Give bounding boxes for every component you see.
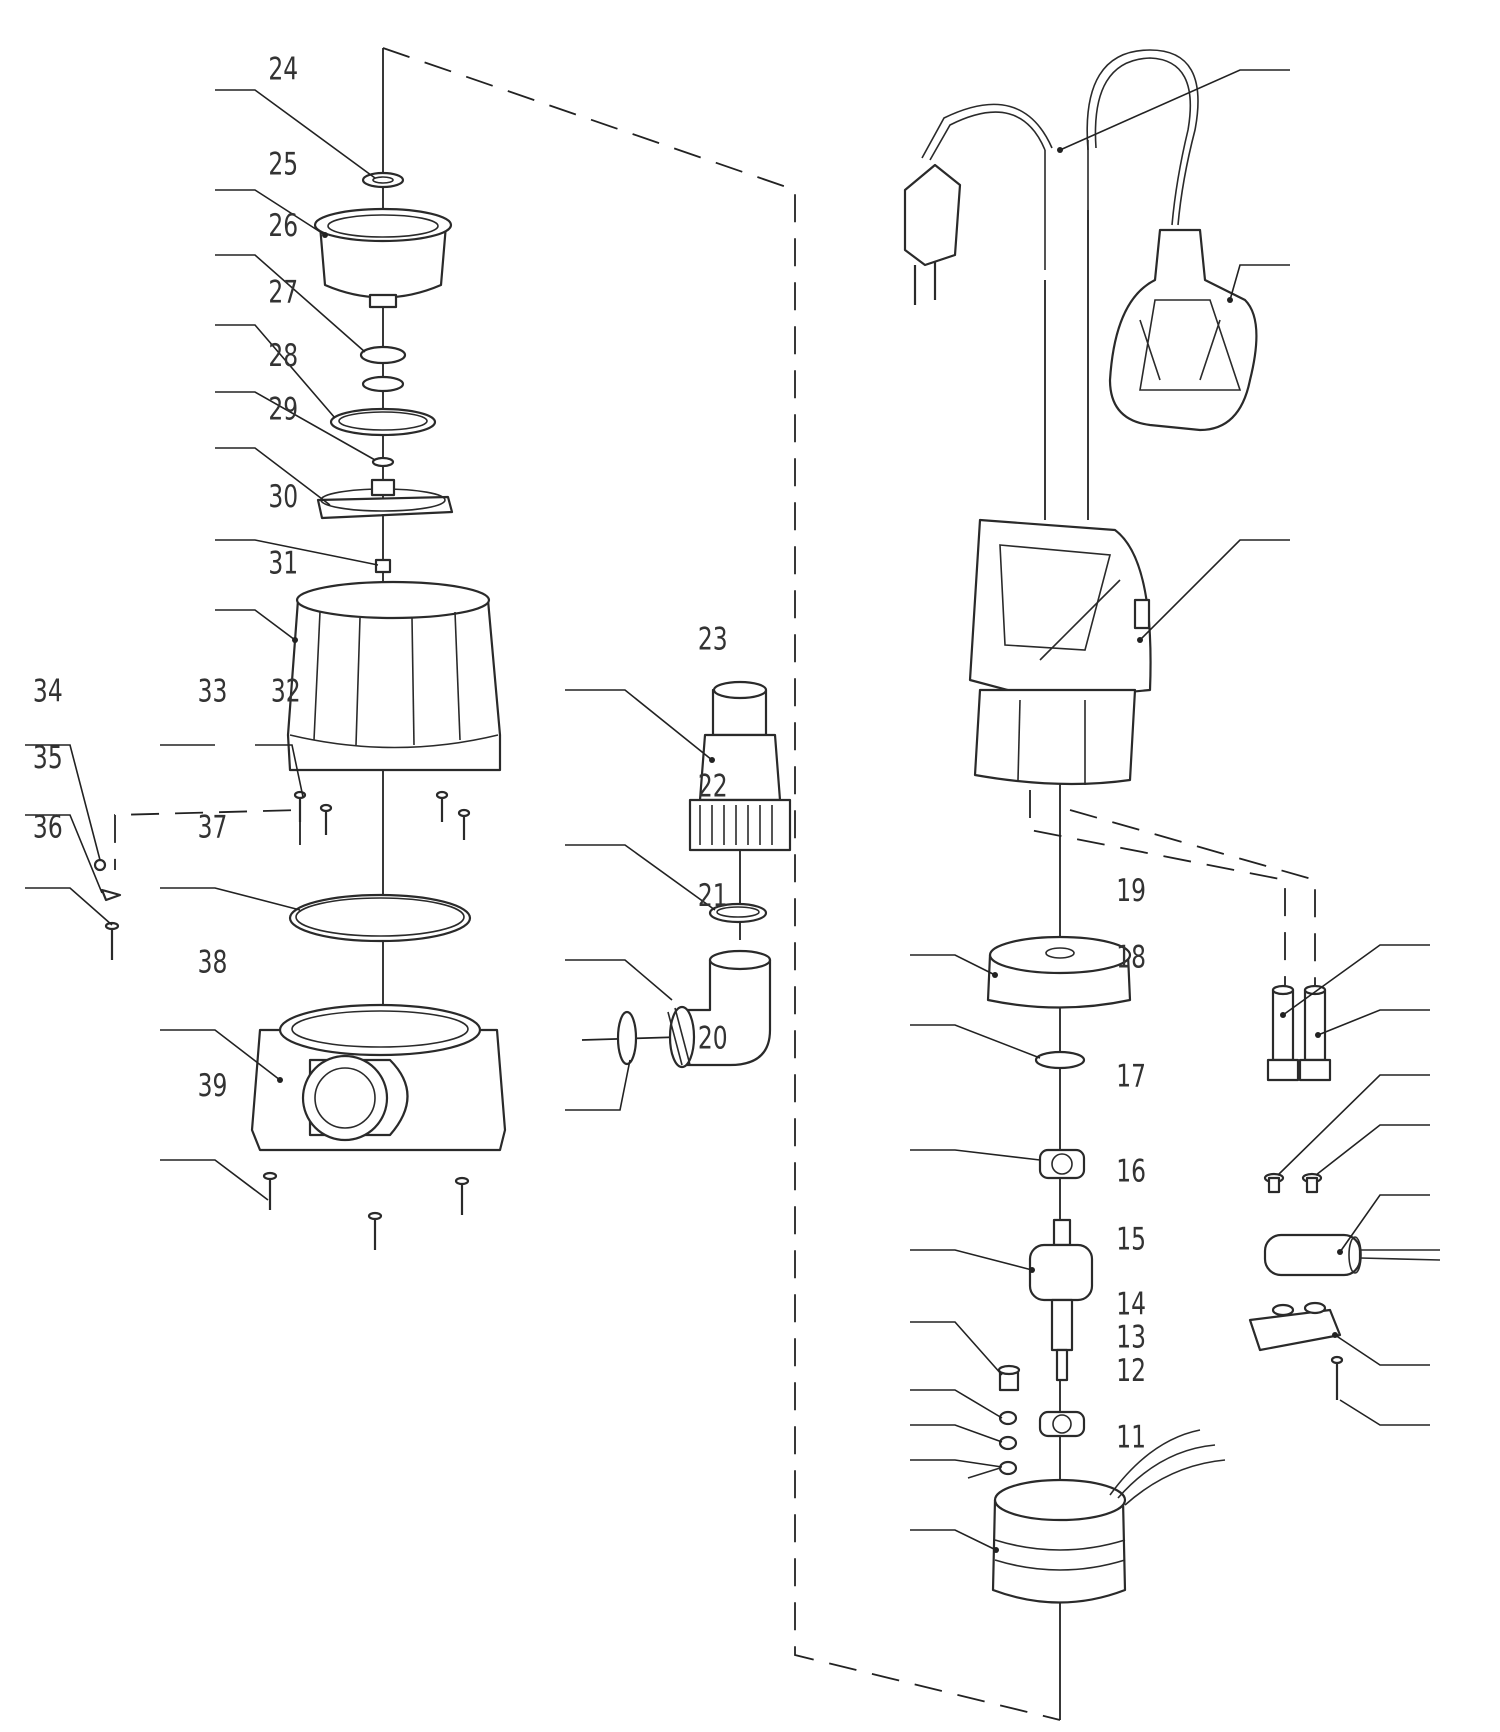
callout-28: 28 (268, 337, 298, 374)
callout-32: 32 (271, 672, 301, 709)
leader-dots (277, 147, 1343, 1553)
handle-housing-3 (968, 518, 1152, 786)
stator-11 (991, 1429, 1226, 1604)
callout-11: 11 (1116, 1418, 1146, 1455)
callout-26: 26 (268, 207, 298, 244)
seal-26 (359, 345, 407, 393)
pump-base-38 (250, 1003, 507, 1152)
gasket-37 (288, 893, 472, 943)
callout-13: 13 (1116, 1318, 1146, 1355)
callout-labels: 1 2 3 4 5 6 7 8 9 10 11 12 13 14 15 16 1… (33, 50, 1146, 1455)
bearing-lower (1038, 1410, 1086, 1438)
sleeves-4-5 (1266, 984, 1332, 1082)
clip-28 (371, 456, 395, 468)
bracket-9 (1248, 1301, 1342, 1352)
callout-33: 33 (198, 672, 228, 709)
motor-cover-25 (313, 207, 453, 309)
callout-24: 24 (268, 50, 298, 87)
screws-6-7 (1263, 1172, 1323, 1194)
elbow-21 (667, 949, 772, 1069)
callout-20: 20 (698, 1019, 728, 1056)
callout-30: 30 (268, 477, 298, 514)
callout-15: 15 (1116, 1220, 1146, 1257)
power-cable-1 (903, 49, 1199, 305)
screw-10 (1330, 1355, 1344, 1400)
washer-18 (1034, 1050, 1086, 1070)
callout-38: 38 (198, 943, 228, 980)
callout-23: 23 (698, 620, 728, 657)
bearing-17 (1038, 1148, 1086, 1180)
callout-35: 35 (33, 739, 63, 776)
impeller-29 (316, 478, 454, 520)
upper-flange-19 (986, 935, 1132, 1009)
callout-36: 36 (33, 808, 63, 845)
o-ring-27 (329, 407, 437, 437)
callout-31: 31 (268, 544, 298, 581)
pump-housing-31 (286, 580, 502, 772)
hose-connector-23 (688, 680, 792, 852)
rotor-16 (1028, 1218, 1094, 1382)
callout-22: 22 (698, 767, 728, 804)
callout-37: 37 (198, 808, 228, 845)
float-switch-2 (1108, 228, 1258, 432)
nut-30 (374, 558, 392, 574)
callout-17: 17 (1116, 1057, 1146, 1094)
fasteners-12-15 (967, 1364, 1021, 1479)
o-ring-22 (708, 902, 768, 924)
o-ring-20 (616, 1010, 638, 1066)
callout-34: 34 (33, 672, 63, 709)
callout-39: 39 (198, 1066, 228, 1103)
cover-ring-24 (361, 171, 405, 189)
screw-group-34-36 (93, 858, 122, 960)
screws-32 (293, 790, 471, 840)
callout-21: 21 (698, 876, 728, 913)
callout-14: 14 (1116, 1285, 1146, 1322)
callout-12: 12 (1116, 1351, 1146, 1388)
callout-29: 29 (268, 390, 298, 427)
screws-39 (262, 1171, 470, 1250)
capacitor-8 (1263, 1233, 1441, 1277)
leader-lines (25, 69, 1430, 1551)
callout-27: 27 (268, 273, 298, 310)
callout-16: 16 (1116, 1152, 1146, 1189)
callout-19: 19 (1116, 872, 1146, 909)
callout-25: 25 (268, 145, 298, 182)
callout-18: 18 (1116, 938, 1146, 975)
